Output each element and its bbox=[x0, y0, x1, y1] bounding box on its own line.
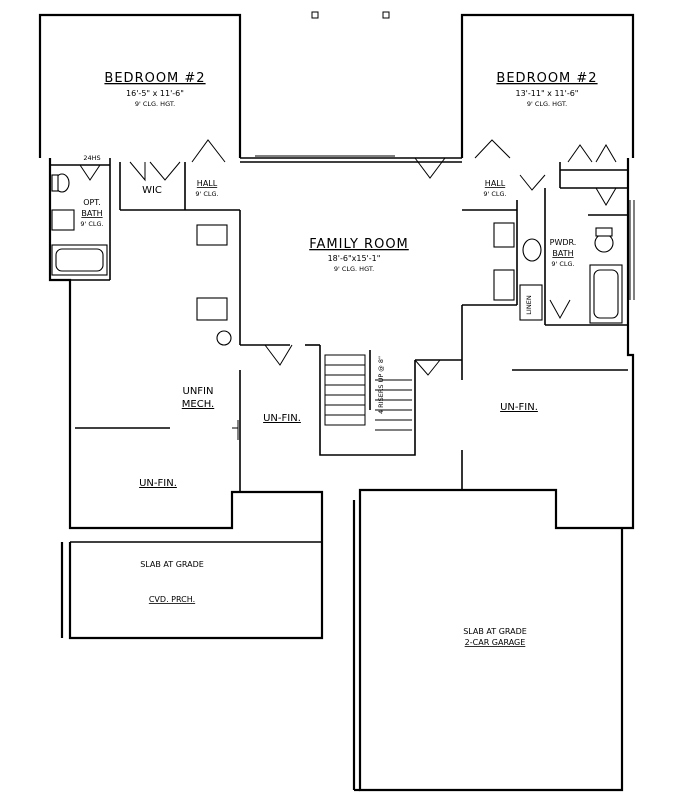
family-room-dims: 18'-6"x15'-1" bbox=[328, 254, 381, 263]
unfin-mech-line1: UNFIN bbox=[183, 386, 214, 397]
cabinet-right bbox=[493, 222, 515, 248]
hall-right-ceiling: 9' CLG. bbox=[483, 190, 506, 198]
room-labels: BEDROOM #2 16'-5" x 11'-6" 9' CLG. HGT. … bbox=[80, 71, 597, 647]
staircase bbox=[324, 350, 412, 431]
unfin-lower-left-label: UN-FIN. bbox=[139, 478, 177, 489]
bedroom-right-ceiling: 9' CLG. HGT. bbox=[527, 100, 567, 108]
toilet-right bbox=[594, 233, 614, 253]
slab-porch-line1: SLAB AT GRADE bbox=[140, 560, 204, 569]
bedroom-right-dims: 13'-11" x 11'-6" bbox=[516, 89, 579, 98]
pwdr-bath-ceiling: 9' CLG. bbox=[551, 260, 574, 268]
pwdr-sink bbox=[522, 238, 542, 262]
bedroom-left-ceiling: 9' CLG. HGT. bbox=[135, 100, 175, 108]
family-room-name: FAMILY ROOM bbox=[309, 237, 409, 252]
opt-bath-ceiling: 9' CLG. bbox=[80, 220, 103, 228]
opt-bath-line2: BATH bbox=[81, 209, 102, 218]
exterior-walls bbox=[38, 13, 635, 792]
cabinet-right-2 bbox=[493, 269, 515, 301]
linen-closet bbox=[519, 284, 543, 321]
fixtures bbox=[51, 173, 623, 440]
interior-walls bbox=[50, 158, 628, 543]
wall-tag: 24HS bbox=[83, 154, 100, 162]
unfin-center-label: UN-FIN. bbox=[263, 413, 301, 424]
sink-left bbox=[51, 209, 75, 231]
window-marker-right bbox=[382, 11, 390, 19]
doors bbox=[79, 139, 617, 376]
pwdr-bath-line1: PWDR. bbox=[550, 238, 577, 247]
stair-note: 4 RISERS UP @ 8" bbox=[377, 356, 385, 414]
garage-line1: SLAB AT GRADE bbox=[463, 627, 527, 636]
appliance-box-2 bbox=[196, 297, 228, 321]
bedroom-right-name: BEDROOM #2 bbox=[496, 71, 597, 86]
bedroom-left-name: BEDROOM #2 bbox=[104, 71, 205, 86]
bedroom-left-dims: 16'-5" x 11'-6" bbox=[126, 89, 184, 98]
slab-porch-line2: CVD. PRCH. bbox=[149, 595, 195, 604]
wic-label: WIC bbox=[142, 185, 162, 196]
hall-left-name: HALL bbox=[197, 179, 218, 188]
pwdr-bath-line2: BATH bbox=[552, 249, 573, 258]
windows bbox=[255, 155, 635, 300]
window-marker-left bbox=[311, 11, 319, 19]
family-room-ceiling: 9' CLG. HGT. bbox=[334, 265, 374, 273]
linen-label: LINEN bbox=[525, 295, 533, 315]
opt-bath-line1: OPT. bbox=[83, 198, 101, 207]
water-heater bbox=[216, 330, 232, 346]
hall-left-ceiling: 9' CLG. bbox=[195, 190, 218, 198]
unfin-right-label: UN-FIN. bbox=[500, 402, 538, 413]
hall-right-name: HALL bbox=[485, 179, 506, 188]
unfin-mech-line2: MECH. bbox=[182, 399, 214, 410]
garage-line2: 2-CAR GARAGE bbox=[465, 638, 526, 647]
appliance-box-1 bbox=[196, 224, 228, 246]
